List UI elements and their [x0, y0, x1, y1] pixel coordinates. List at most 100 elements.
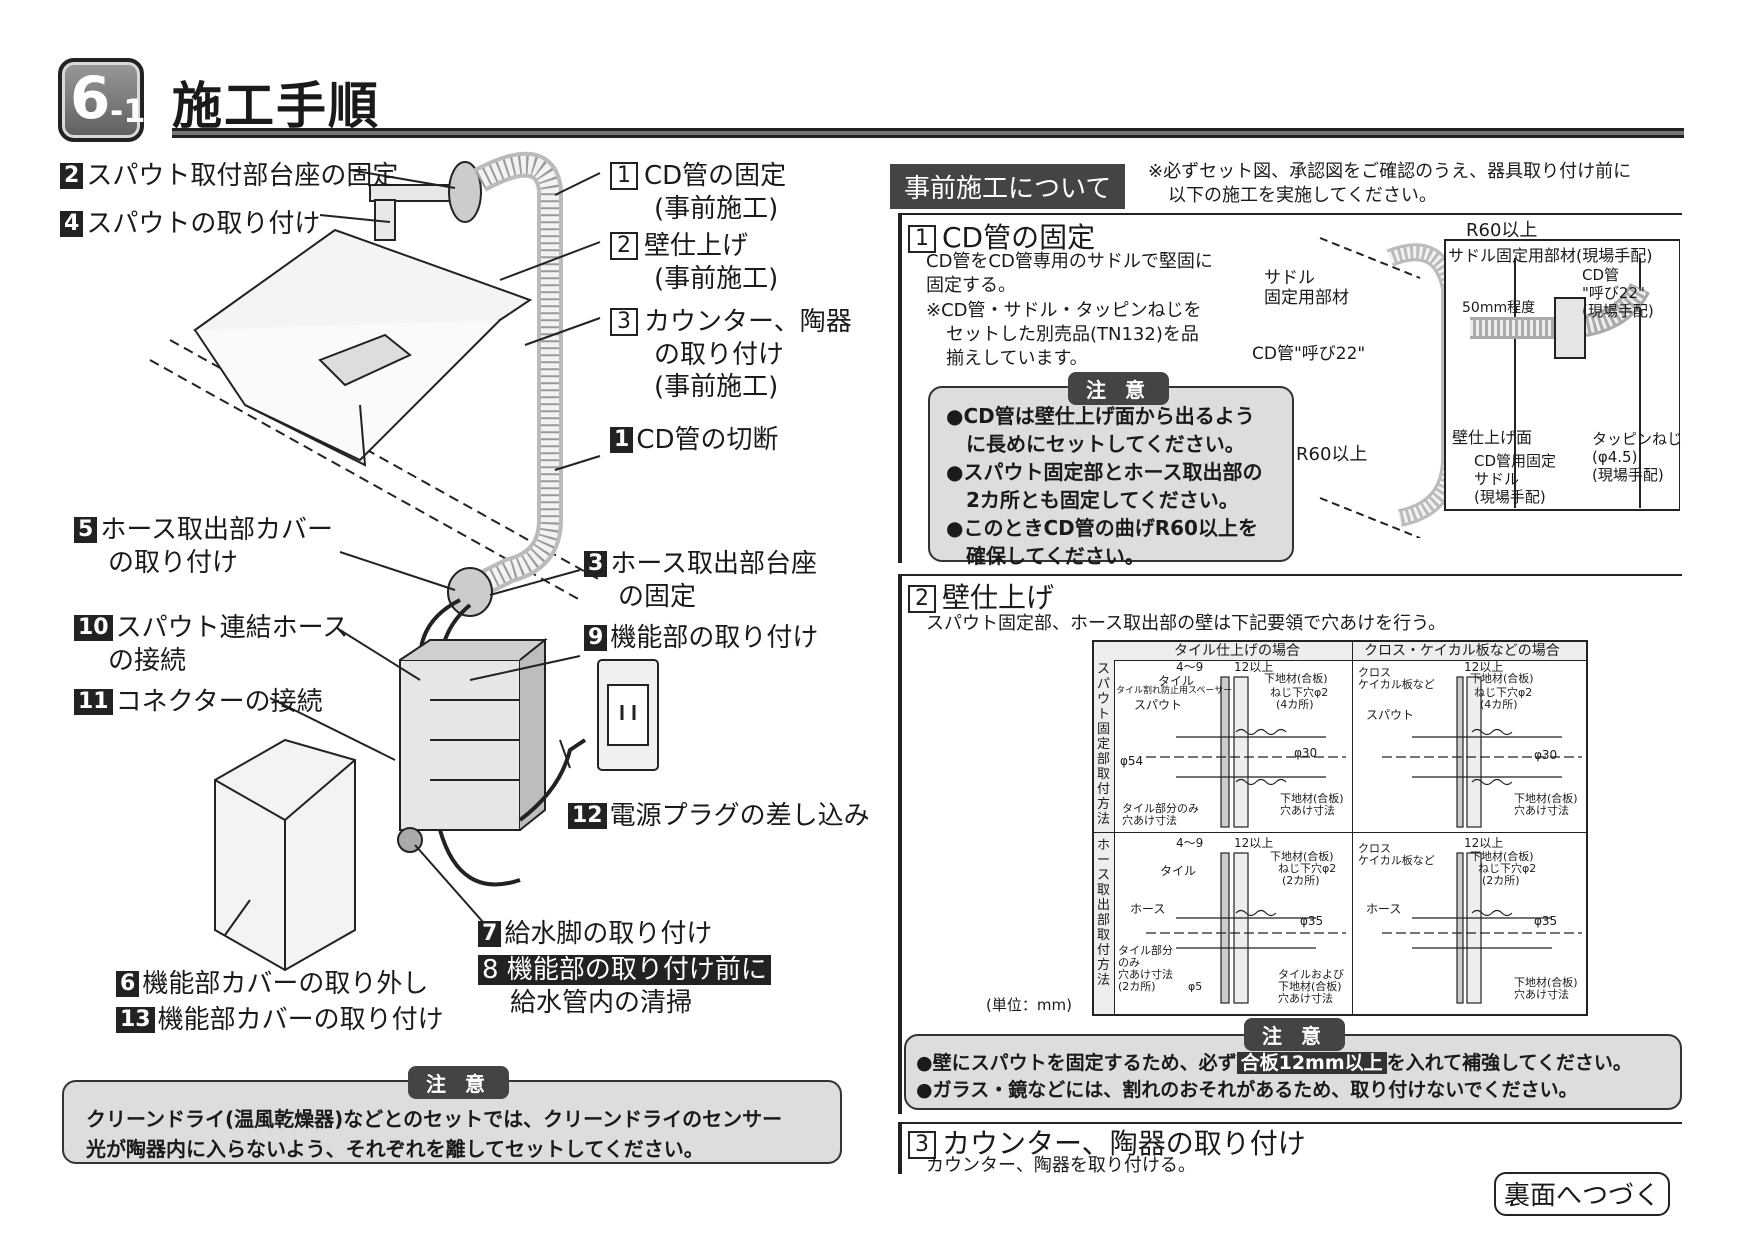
step-number: 10 [74, 615, 113, 641]
body-line-2: 固定する。 [926, 275, 1016, 297]
step-text: スパウト連結ホース [115, 613, 349, 643]
step-text-2: の接続 [108, 645, 187, 676]
step-text: 壁仕上げ [644, 231, 749, 261]
section-2-bar [898, 574, 902, 1114]
step-number: 11 [74, 689, 113, 715]
col-header-row [1114, 642, 1586, 661]
warn-line: ●このときCD管の曲げR60以上を [946, 516, 1258, 540]
section-1-warning-box: ●CD管は壁仕上げ面から出るよう に長めにセットしてください。 ●スパウト固定部… [928, 386, 1294, 568]
section-1-bar [898, 213, 902, 563]
step-text-2: の取り付け [654, 339, 785, 370]
col-divider [1352, 642, 1353, 1014]
note-line-3: 揃えしています。 [946, 348, 1088, 370]
title-rule [172, 128, 1684, 138]
lbl-spout: スパウト [1134, 698, 1183, 712]
lbl-hose-h: ホース [1130, 902, 1166, 916]
warn-line-2: ●ガラス・鏡などには、割れのおそれがあるため、取り付けないでください。 [916, 1078, 1578, 1101]
step-text-2: 給水管内の清掃 [510, 987, 693, 1018]
lbl-four: (4カ所) [1276, 698, 1314, 711]
warn-line-1: ●壁にスパウトを固定するため、必ず合板12mm以上を入れて補強してください。 [916, 1050, 1680, 1077]
step-number: 2 [610, 232, 638, 260]
step-label-8-cleaning: 8 機能部の取り付け前に 給水管内の清掃 [478, 954, 771, 1019]
step-text: ホース取出部カバー [100, 515, 334, 545]
section-3-body: カウンター、陶器を取り付ける。 [926, 1155, 1196, 1176]
lbl-base-hole-h2: 下地材(合板) [1514, 976, 1578, 989]
fig-saddle: サドル 固定用部材 [1264, 268, 1349, 309]
section-number: 1 [908, 225, 936, 253]
pre-note-line-1: ※必ずセット図、承認図をご確認のうえ、器具取り付け前に [1148, 161, 1632, 182]
step-number: 7 [478, 921, 502, 947]
lbl-base-h2: 下地材(合板) [1470, 850, 1534, 863]
fig-tapping-screw: タッピンねじ (φ4.5) (現場手配) [1592, 430, 1682, 484]
fig-wall: 壁仕上げ面 [1452, 428, 1533, 447]
lbl-d49: 4～9 [1176, 660, 1204, 674]
pre-construction-note: ※必ずセット図、承認図をご確認のうえ、器具取り付け前に 以下の施工を実施してくだ… [1148, 160, 1631, 209]
warn-line: ●スパウト固定部とホース取出部の [946, 460, 1263, 484]
lbl-screw-h: ねじ下穴φ2 [1278, 862, 1337, 875]
body-line-1: CD管をCD管専用のサドルで堅固に [926, 251, 1213, 272]
lbl-d30-b: φ30 [1534, 748, 1558, 762]
fig-cd-pipe-line-1: CD管 [1582, 266, 1620, 284]
lbl-cloth-h2: ケイカル板など [1358, 854, 1435, 867]
step-text-2: の取り付け [108, 547, 239, 578]
section-1-rule [898, 213, 1682, 215]
step-text: 機能部の取り付け前に [506, 955, 767, 985]
lbl-base-hole-b: 下地材(合板) [1514, 792, 1578, 805]
lbl-base-h: 下地材(合板) [1270, 850, 1334, 863]
step-number: 4 [60, 211, 84, 237]
step-text: 電源プラグの差し込み [609, 801, 870, 831]
col-header-tile: タイル仕上げの場合 [1174, 643, 1300, 659]
lbl-two-h2: (2カ所) [1482, 874, 1520, 887]
warning-line-1: クリーンドライ(温風乾燥器)などとのセットでは、クリーンドライのセンサー [86, 1107, 783, 1131]
lbl-four-b: (4カ所) [1480, 698, 1518, 711]
fig-saddle-line-2: 固定用部材 [1264, 288, 1349, 309]
left-warning-tag: 注 意 [408, 1066, 509, 1099]
fig-cd-pipe-line-3: (現場手配) [1582, 302, 1654, 320]
fig-cd-pipe-line-2: "呼び22" [1582, 284, 1645, 302]
warning-line-2: 光が陶器内に入らないよう、それぞれを離してセットしてください。 [86, 1137, 704, 1161]
step-number: 8 [482, 955, 499, 985]
lbl-tile: タイル [1158, 674, 1195, 688]
pre-construction-title: 事前施工について [890, 164, 1126, 209]
lbl-base-hole-h2b: 穴あけ寸法 [1514, 988, 1569, 1001]
section-2-warning-tag: 注 意 [1244, 1018, 1345, 1051]
lbl-tile-hole5: (2カ所) [1118, 980, 1156, 993]
section-subnumber: -1 [110, 92, 146, 130]
lbl-d12-h: 12以上 [1234, 836, 1274, 850]
lbl-tile-hole4: 穴あけ寸法 [1118, 968, 1173, 981]
step-text: スパウトの取り付け [86, 209, 321, 239]
fig-box-title: サドル固定用部材(現場手配) [1448, 246, 1653, 265]
step-text: 機能部の取り付け [610, 623, 819, 653]
step-number: 5 [74, 517, 98, 543]
lbl-base-hole: 下地材(合板) [1280, 792, 1344, 805]
warn-line: に長めにセットしてください。 [966, 432, 1245, 456]
step-number: 2 [60, 163, 84, 189]
fig-tap-line-2: (φ4.5) [1592, 448, 1638, 466]
row-header-hose: ホース取出部取付方法 [1097, 838, 1111, 988]
step-number: 9 [584, 625, 608, 651]
assembly-illustration [149, 151, 659, 972]
section-title: 壁仕上げ [942, 581, 1055, 614]
lbl-base-hole-b2: 穴あけ寸法 [1514, 804, 1569, 817]
fig-cd22: CD管"呼び22" [1252, 344, 1366, 364]
lbl-tile-hole: タイル部分のみ [1122, 802, 1199, 815]
lbl-tile-hole3: のみ [1118, 956, 1140, 969]
step-number: 6 [116, 971, 140, 997]
lbl-screw-h2: ねじ下穴φ2 [1478, 862, 1537, 875]
fig-tap-line-3: (現場手配) [1592, 466, 1664, 484]
note-line-2: セットした別売品(TN132)を品 [946, 323, 1199, 345]
fig-saddle-line-1: サドル [1264, 268, 1315, 288]
fig-sad-line-2: サドル [1474, 470, 1520, 488]
step-subtext: (事前施工) [654, 193, 779, 224]
step-text: カウンター、陶器 [644, 307, 852, 337]
step-text: コネクターの接続 [115, 687, 323, 717]
lbl-d54: φ54 [1120, 754, 1144, 768]
